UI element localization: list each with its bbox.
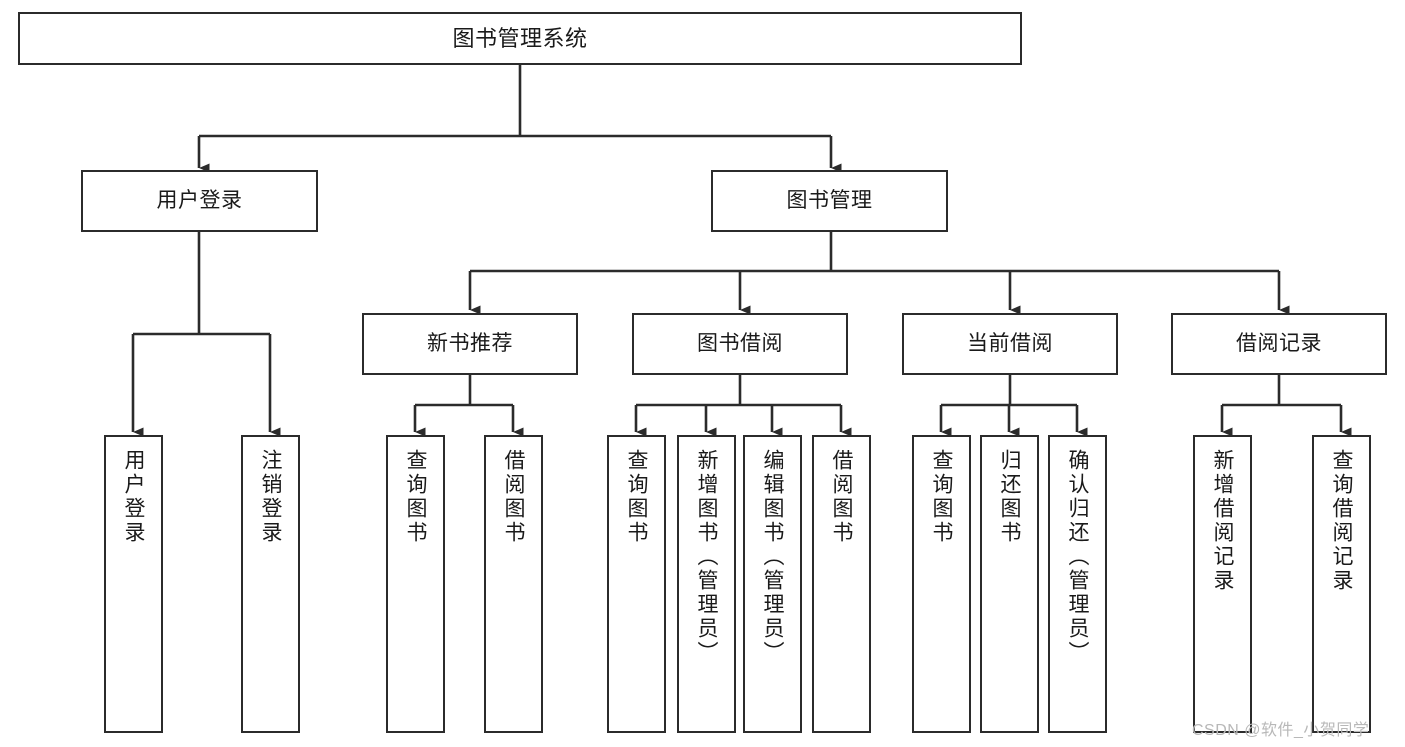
node-current-borrow-label: 当前借阅	[967, 331, 1053, 355]
node-user-login[interactable]: 用户登录	[81, 170, 318, 232]
node-leaf-query-record-label: 查询借阅记录	[1330, 449, 1353, 593]
node-leaf-user-login-label: 用户登录	[122, 449, 145, 545]
node-leaf-confirm-return[interactable]: 确认归还（管理员）	[1048, 435, 1107, 733]
node-current-borrow[interactable]: 当前借阅	[902, 313, 1118, 375]
node-borrow-record-label: 借阅记录	[1236, 331, 1322, 355]
node-new-book-recommend-label: 新书推荐	[427, 331, 513, 355]
node-leaf-edit-book-label: 编辑图书（管理员）	[761, 449, 784, 665]
node-leaf-add-record[interactable]: 新增借阅记录	[1193, 435, 1252, 733]
node-book-management-label: 图书管理	[786, 188, 873, 212]
node-leaf-confirm-return-label: 确认归还（管理员）	[1066, 449, 1089, 665]
node-leaf-add-record-label: 新增借阅记录	[1211, 449, 1234, 593]
node-leaf-query-book-1-label: 查询图书	[404, 449, 427, 545]
node-leaf-query-book-2-label: 查询图书	[625, 449, 648, 545]
node-leaf-query-book-3-label: 查询图书	[930, 449, 953, 545]
node-book-borrow[interactable]: 图书借阅	[632, 313, 848, 375]
node-leaf-return-book[interactable]: 归还图书	[980, 435, 1039, 733]
node-leaf-query-book-3[interactable]: 查询图书	[912, 435, 971, 733]
node-leaf-user-login[interactable]: 用户登录	[104, 435, 163, 733]
node-leaf-user-logout[interactable]: 注销登录	[241, 435, 300, 733]
node-leaf-edit-book[interactable]: 编辑图书（管理员）	[743, 435, 802, 733]
node-new-book-recommend[interactable]: 新书推荐	[362, 313, 578, 375]
node-leaf-query-book-1[interactable]: 查询图书	[386, 435, 445, 733]
node-leaf-query-book-2[interactable]: 查询图书	[607, 435, 666, 733]
node-root-label: 图书管理系统	[452, 25, 588, 51]
node-leaf-user-logout-label: 注销登录	[259, 449, 282, 545]
node-leaf-query-record[interactable]: 查询借阅记录	[1312, 435, 1371, 733]
node-user-login-label: 用户登录	[156, 188, 243, 212]
node-leaf-return-book-label: 归还图书	[998, 449, 1021, 545]
node-leaf-borrow-book-2-label: 借阅图书	[830, 449, 853, 545]
node-book-management[interactable]: 图书管理	[711, 170, 948, 232]
node-book-borrow-label: 图书借阅	[697, 331, 783, 355]
node-leaf-borrow-book-2[interactable]: 借阅图书	[812, 435, 871, 733]
node-leaf-borrow-book-1[interactable]: 借阅图书	[484, 435, 543, 733]
node-root-book-management-system[interactable]: 图书管理系统	[18, 12, 1022, 65]
node-leaf-add-book-label: 新增图书（管理员）	[695, 449, 718, 665]
csdn-watermark: CSDN @软件_小贺同学	[1192, 722, 1370, 739]
node-borrow-record[interactable]: 借阅记录	[1171, 313, 1387, 375]
node-leaf-borrow-book-1-label: 借阅图书	[502, 449, 525, 545]
node-leaf-add-book[interactable]: 新增图书（管理员）	[677, 435, 736, 733]
